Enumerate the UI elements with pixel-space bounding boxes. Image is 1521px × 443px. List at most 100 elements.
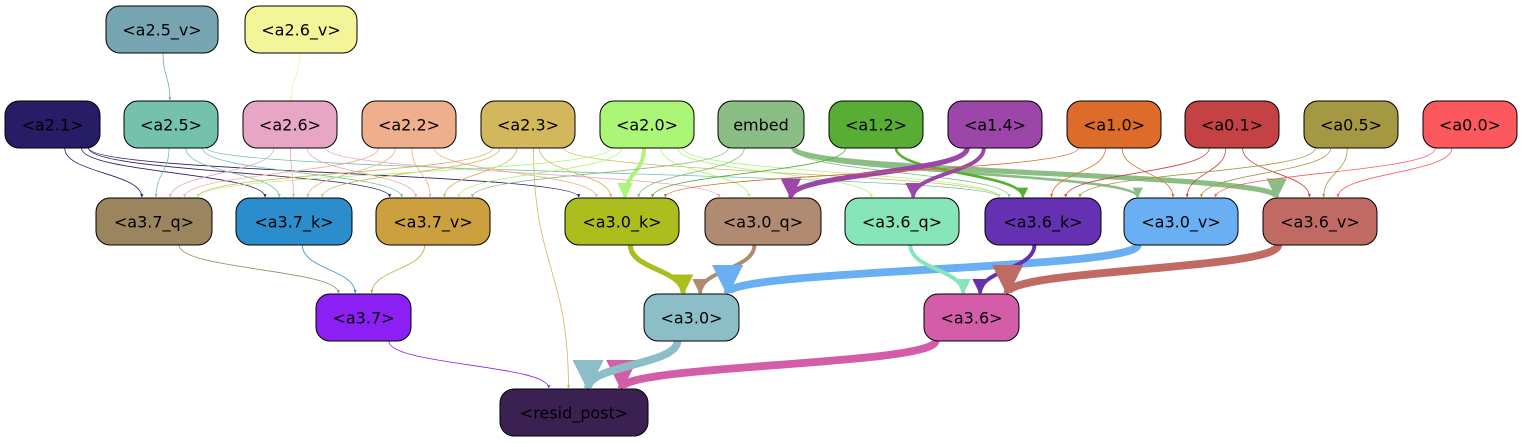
edge-embed-to-a3.0_v	[792, 147, 1143, 199]
node-a1-0[interactable]: <a1.0>	[1066, 100, 1162, 149]
edge-a2.3-to-a3.7_q	[196, 147, 493, 198]
node-a2-6_v[interactable]: <a2.6_v>	[244, 5, 358, 54]
edge-a2.5-to-a3.7_k	[185, 147, 281, 198]
node-box	[704, 197, 822, 246]
node-a3-6_v[interactable]: <a3.6_v>	[1262, 197, 1378, 246]
edge-a2.3-to-a3.7_v	[442, 147, 517, 198]
node-a3-6[interactable]: <a3.6>	[923, 293, 1020, 342]
edge-a2.2-to-a3.0_k	[434, 147, 599, 198]
edge-a2.3-to-resid_post	[533, 147, 571, 389]
edge-a0.0-to-a3.6_v	[1336, 147, 1453, 198]
node-box	[4, 100, 101, 149]
edge-a2.0-to-a3.0_q	[660, 147, 751, 198]
node-box	[244, 5, 358, 54]
node-box	[947, 100, 1043, 149]
edge-a3.7_q-to-a3.7	[178, 244, 340, 294]
nodes-layer: <resid_post> <a3.7> <a3.0> <a3.6> <a3.7_q> <a…	[4, 5, 1518, 437]
node-label: <a1.0>	[1083, 116, 1145, 135]
node-a2-2[interactable]: <a2.2>	[361, 100, 457, 149]
edges-layer	[64, 52, 1453, 392]
node-label: <a2.0>	[616, 116, 678, 135]
edge-a0.0-to-a3.0_v	[1214, 147, 1436, 198]
node-a2-5[interactable]: <a2.5>	[123, 100, 219, 149]
node-label: <a3.0_q>	[723, 213, 803, 233]
node-a2-6[interactable]: <a2.6>	[242, 100, 338, 149]
edge-a1.0-to-a3.6_k	[1049, 147, 1106, 198]
node-a3-7_q[interactable]: <a3.7_q>	[95, 197, 213, 246]
node-label: <a3.7_v>	[393, 213, 473, 233]
edge-a2.0-to-a3.0_k	[617, 147, 646, 199]
edge-a0.5-to-a3.0_v	[1199, 147, 1331, 198]
edge-embed-to-a3.6_v	[791, 145, 1287, 200]
node-a2-1[interactable]: <a2.1>	[4, 100, 101, 149]
node-a3-0[interactable]: <a3.0>	[643, 293, 740, 342]
edge-a0.1-to-a3.6_k	[1064, 147, 1210, 198]
node-box	[1123, 197, 1239, 246]
node-label: <a2.3>	[497, 116, 559, 135]
node-box	[480, 100, 576, 149]
node-a1-2[interactable]: <a1.2>	[828, 100, 924, 149]
node-a3-0_k[interactable]: <a3.0_k>	[564, 197, 680, 246]
node-a1-4[interactable]: <a1.4>	[947, 100, 1043, 149]
node-label: <a1.4>	[964, 116, 1026, 135]
edge-a2.1-to-a3.7_v	[88, 147, 392, 198]
node-a0-0[interactable]: <a0.0>	[1422, 100, 1518, 149]
node-a2-3[interactable]: <a2.3>	[480, 100, 576, 149]
node-label: <a2.1>	[21, 116, 83, 135]
node-a3-0_q[interactable]: <a3.0_q>	[704, 197, 822, 246]
edge-a2.1-to-a3.7_q	[64, 147, 144, 198]
node-label: <a3.6>	[940, 309, 1002, 328]
node-a3-7_v[interactable]: <a3.7_v>	[375, 197, 491, 246]
node-resid_post[interactable]: <resid_post>	[499, 388, 649, 437]
node-label: <a2.5>	[140, 116, 202, 135]
edge-a3.7_k-to-a3.7	[301, 244, 357, 294]
node-label: <a0.5>	[1320, 116, 1382, 135]
edge-a3.7_v-to-a3.7	[370, 244, 426, 294]
edge-a2.6-to-a3.7_k	[290, 147, 296, 198]
node-a3-7_k[interactable]: <a3.7_k>	[235, 197, 353, 246]
node-a3-7[interactable]: <a3.7>	[315, 293, 412, 342]
node-box	[375, 197, 491, 246]
edge-embed-to-a3.0_k	[637, 147, 745, 198]
edge-a0.5-to-a3.6_k	[1078, 147, 1316, 198]
node-label: <a3.7_q>	[114, 213, 194, 233]
edge-a2.0-to-a3.7_v	[457, 147, 622, 198]
edge-a2.2-to-a3.7_k	[306, 147, 396, 198]
edge-a2.3-to-a3.6_k	[563, 147, 1001, 198]
node-label: <a2.6>	[259, 116, 321, 135]
node-a2-0[interactable]: <a2.0>	[599, 100, 695, 149]
node-label: embed	[733, 116, 789, 135]
node-a3-6_k[interactable]: <a3.6_k>	[984, 197, 1102, 246]
edge-a1.0-to-a3.0_k	[663, 147, 1079, 198]
edge-a1.2-to-a3.6_k	[894, 147, 1029, 199]
node-label: <a2.2>	[378, 116, 440, 135]
node-box	[95, 197, 213, 246]
edge-a3.6-to-resid_post	[606, 338, 940, 392]
node-label: <a3.6_q>	[862, 213, 942, 233]
edge-a0.1-to-a3.0_v	[1185, 147, 1227, 198]
node-box	[984, 197, 1102, 246]
edge-a2.0-to-a3.7_q	[196, 147, 612, 198]
edge-a3.6_v-to-a3.6	[992, 242, 1283, 297]
edge-a2.1-to-a3.0_k	[88, 147, 581, 198]
node-label: <a3.0_v>	[1141, 213, 1221, 233]
node-embed[interactable]: embed	[717, 100, 805, 149]
edge-a2.6-to-a3.7_v	[306, 147, 418, 198]
node-label: <a3.7_k>	[254, 213, 333, 233]
node-a3-6_q[interactable]: <a3.6_q>	[844, 197, 960, 246]
edge-a2.0-to-a3.6_q	[677, 147, 873, 198]
node-label: <a2.6_v>	[261, 21, 341, 41]
node-label: <a3.0_k>	[582, 213, 661, 233]
node-box	[499, 388, 649, 437]
node-box	[1303, 100, 1399, 149]
node-a2-5_v[interactable]: <a2.5_v>	[105, 5, 219, 54]
edge-a2.5-to-a3.7_q	[154, 147, 170, 198]
node-box	[123, 100, 219, 149]
edge-a2.3-to-a3.0_k	[538, 147, 613, 198]
edge-a0.5-to-a3.6_v	[1322, 147, 1348, 198]
node-a3-0_v[interactable]: <a3.0_v>	[1123, 197, 1239, 246]
node-a0-5[interactable]: <a0.5>	[1303, 100, 1399, 149]
edge-a3.6_q-to-a3.6	[908, 244, 971, 295]
node-a0-1[interactable]: <a0.1>	[1184, 100, 1280, 149]
